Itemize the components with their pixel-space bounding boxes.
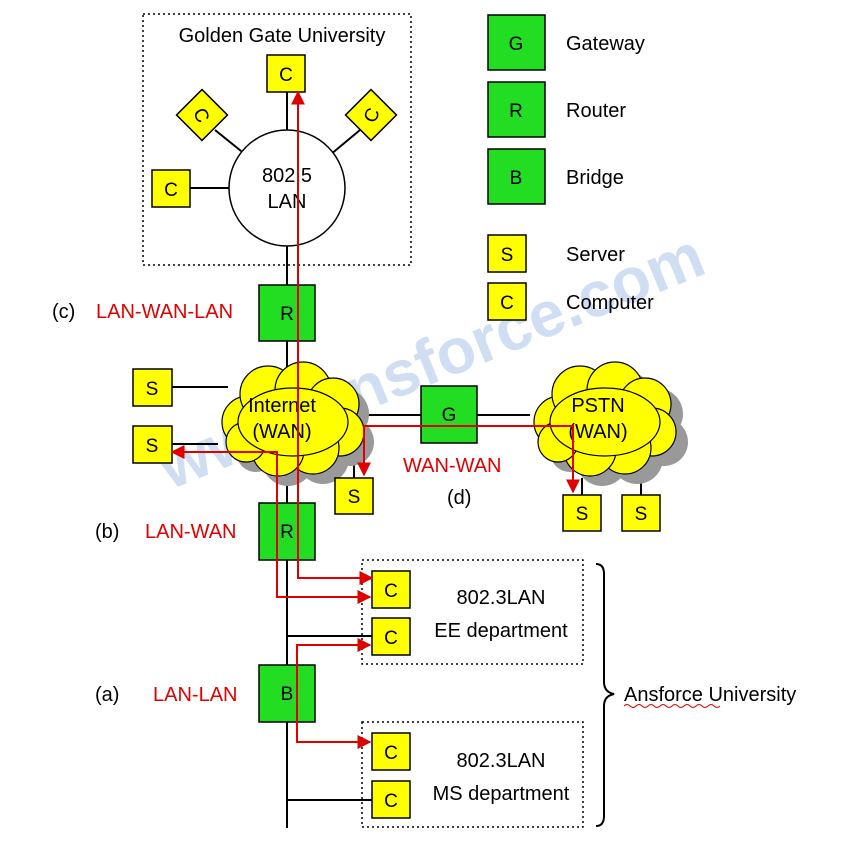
ring-computer-right-diamond: C <box>344 88 398 142</box>
path-lan-lan <box>296 638 372 749</box>
tag-d: (d) <box>447 487 471 509</box>
internet-server-3: S <box>334 477 374 515</box>
legend: G Gateway R Router B Bridge S Server C C… <box>487 14 654 321</box>
ms-computer-1: C <box>371 732 411 771</box>
svg-text:R: R <box>280 304 294 325</box>
tag-a: (a) <box>95 684 119 706</box>
spellcheck-underline <box>623 704 721 708</box>
internet-server-2: S <box>132 425 173 464</box>
ms-lan-label-1: 802.3LAN <box>457 750 546 772</box>
svg-text:B: B <box>510 168 523 189</box>
golden-gate-title: Golden Gate University <box>179 25 386 47</box>
internet-label-2: (WAN) <box>252 421 311 443</box>
svg-text:G: G <box>509 34 524 55</box>
path-lan-wan <box>170 445 372 604</box>
ms-lan-label-2: MS department <box>433 783 570 805</box>
label-lan-wan-lan: LAN-WAN-LAN <box>96 301 233 323</box>
legend-server-label: Server <box>566 244 625 266</box>
legend-bridge-icon <box>487 148 546 205</box>
svg-text:S: S <box>576 504 589 525</box>
svg-text:S: S <box>501 245 514 266</box>
legend-router-icon <box>487 81 546 138</box>
ring-computer-left: C <box>151 169 191 208</box>
svg-text:S: S <box>146 436 159 457</box>
tag-c: (c) <box>52 301 75 323</box>
pstn-server-1: S <box>562 494 602 532</box>
svg-text:C: C <box>500 293 514 314</box>
svg-text:C: C <box>164 180 178 201</box>
svg-text:R: R <box>280 522 294 543</box>
router-top: R <box>258 284 316 342</box>
svg-text:B: B <box>281 684 294 705</box>
ms-lan-area <box>361 721 584 828</box>
ee-lan-area <box>361 559 584 665</box>
pstn-server-2: S <box>621 494 661 532</box>
tag-b: (b) <box>95 521 119 543</box>
label-lan-lan: LAN-LAN <box>153 684 237 706</box>
svg-text:C: C <box>279 65 293 86</box>
ring-label-2: LAN <box>268 191 307 213</box>
svg-text:S: S <box>348 487 361 508</box>
legend-bridge-label: Bridge <box>566 167 624 189</box>
label-lan-wan: LAN-WAN <box>145 521 236 543</box>
ring-label-1: 802.5 <box>262 165 312 187</box>
label-wan-wan: WAN-WAN <box>403 455 502 477</box>
svg-text:S: S <box>635 504 648 525</box>
ee-lan-label-2: EE department <box>434 620 568 642</box>
internet-label-1: Internet <box>248 395 316 417</box>
internet-server-1: S <box>132 368 173 407</box>
ring-computer-left-diamond: C <box>175 88 229 142</box>
legend-computer-icon <box>487 282 527 321</box>
router-bottom: R <box>258 502 316 561</box>
ee-computer-2: C <box>371 617 411 656</box>
svg-text:C: C <box>384 581 398 602</box>
ring-computer-top: C <box>266 54 306 93</box>
svg-text:R: R <box>509 101 523 122</box>
ansforce-brace <box>595 563 615 827</box>
ee-lan-label-1: 802.3LAN <box>457 587 546 609</box>
red-paths <box>170 90 580 749</box>
path-wan-wan <box>357 425 580 494</box>
bridge: B <box>258 664 316 723</box>
svg-text:S: S <box>146 379 159 400</box>
legend-router-label: Router <box>566 100 626 122</box>
ms-computer-2: C <box>371 780 411 819</box>
ee-computer-1: C <box>371 570 411 609</box>
token-ring-lan <box>228 129 346 247</box>
svg-text:G: G <box>442 405 457 426</box>
pstn-cloud: PSTN (WAN) <box>533 361 688 486</box>
svg-text:C: C <box>384 743 398 764</box>
legend-gateway-label: Gateway <box>566 33 645 55</box>
svg-text:C: C <box>384 628 398 649</box>
legend-computer-label: Computer <box>566 292 654 314</box>
pstn-label-1: PSTN <box>571 395 624 417</box>
legend-gateway-icon <box>487 14 546 71</box>
gateway: G <box>420 385 478 444</box>
legend-server-icon <box>487 234 527 273</box>
svg-text:C: C <box>384 791 398 812</box>
pstn-label-2: (WAN) <box>568 421 627 443</box>
ansforce-label: Ansforce University <box>624 684 796 706</box>
